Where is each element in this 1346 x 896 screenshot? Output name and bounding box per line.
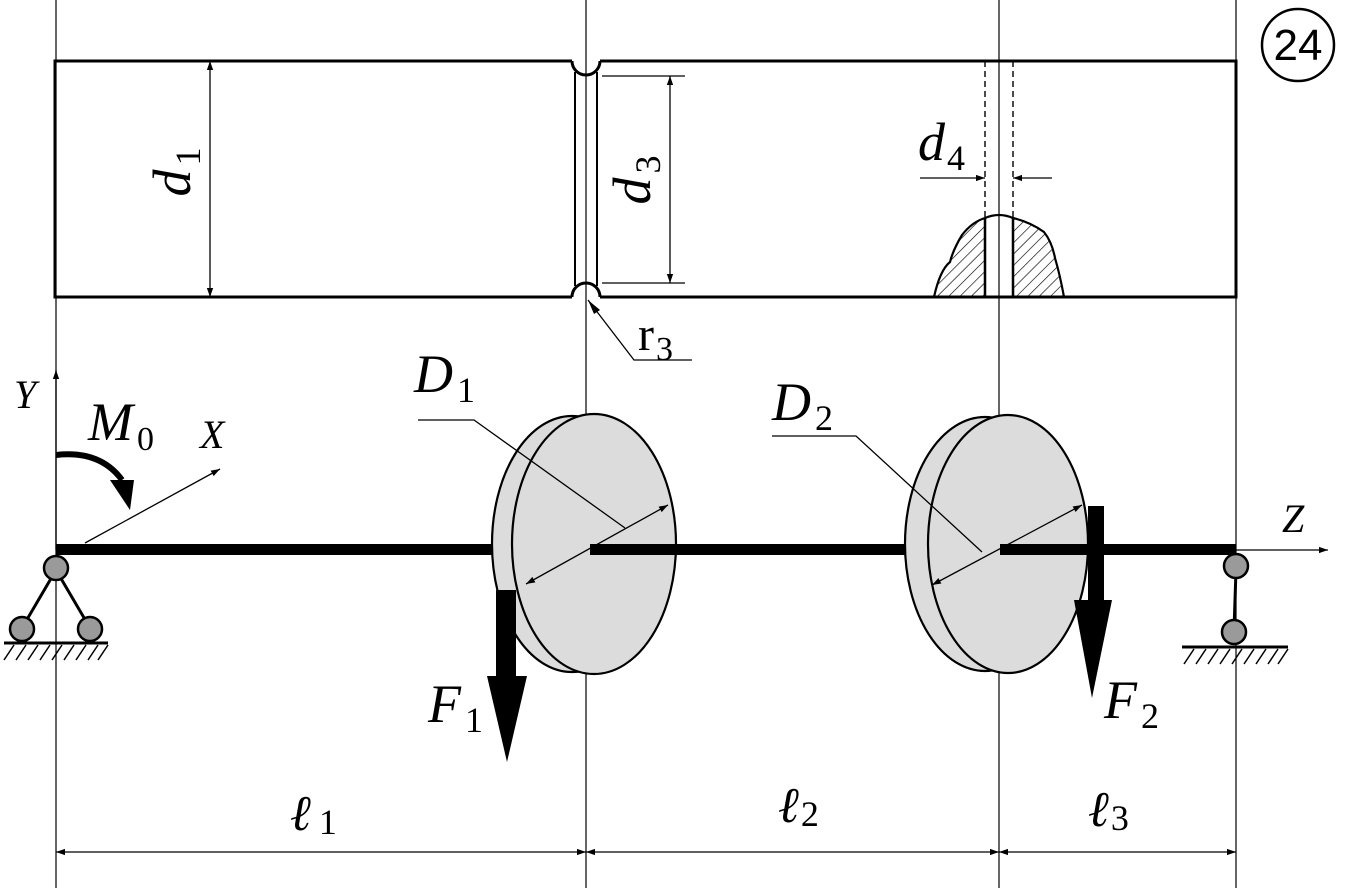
d3-label: d3 xyxy=(602,156,668,205)
y-axis-label: Y xyxy=(14,372,40,417)
d1-label: d1 xyxy=(142,148,208,197)
shaft-beam xyxy=(56,544,1236,555)
x-axis-label: X xyxy=(198,412,226,457)
r3-label: r3 xyxy=(638,308,673,368)
right-roller-support xyxy=(1182,552,1289,665)
left-pin-support xyxy=(3,554,109,661)
l2-label: ℓ2 xyxy=(778,777,819,834)
d4-label: d4 xyxy=(918,112,965,178)
d4-hole-section: d4 xyxy=(918,61,1066,299)
problem-number-badge: 24 xyxy=(1260,7,1336,83)
coordinate-axes: Y X Z xyxy=(14,370,1328,554)
l3-label: ℓ3 xyxy=(1088,781,1129,838)
z-axis-label: Z xyxy=(1282,496,1305,541)
d1-dimension: d1 xyxy=(142,61,214,297)
badge-number: 24 xyxy=(1274,21,1323,70)
shaft-profile xyxy=(53,59,1238,299)
r3-leader: r3 xyxy=(587,299,692,368)
d3-dimension: d3 xyxy=(602,75,685,284)
